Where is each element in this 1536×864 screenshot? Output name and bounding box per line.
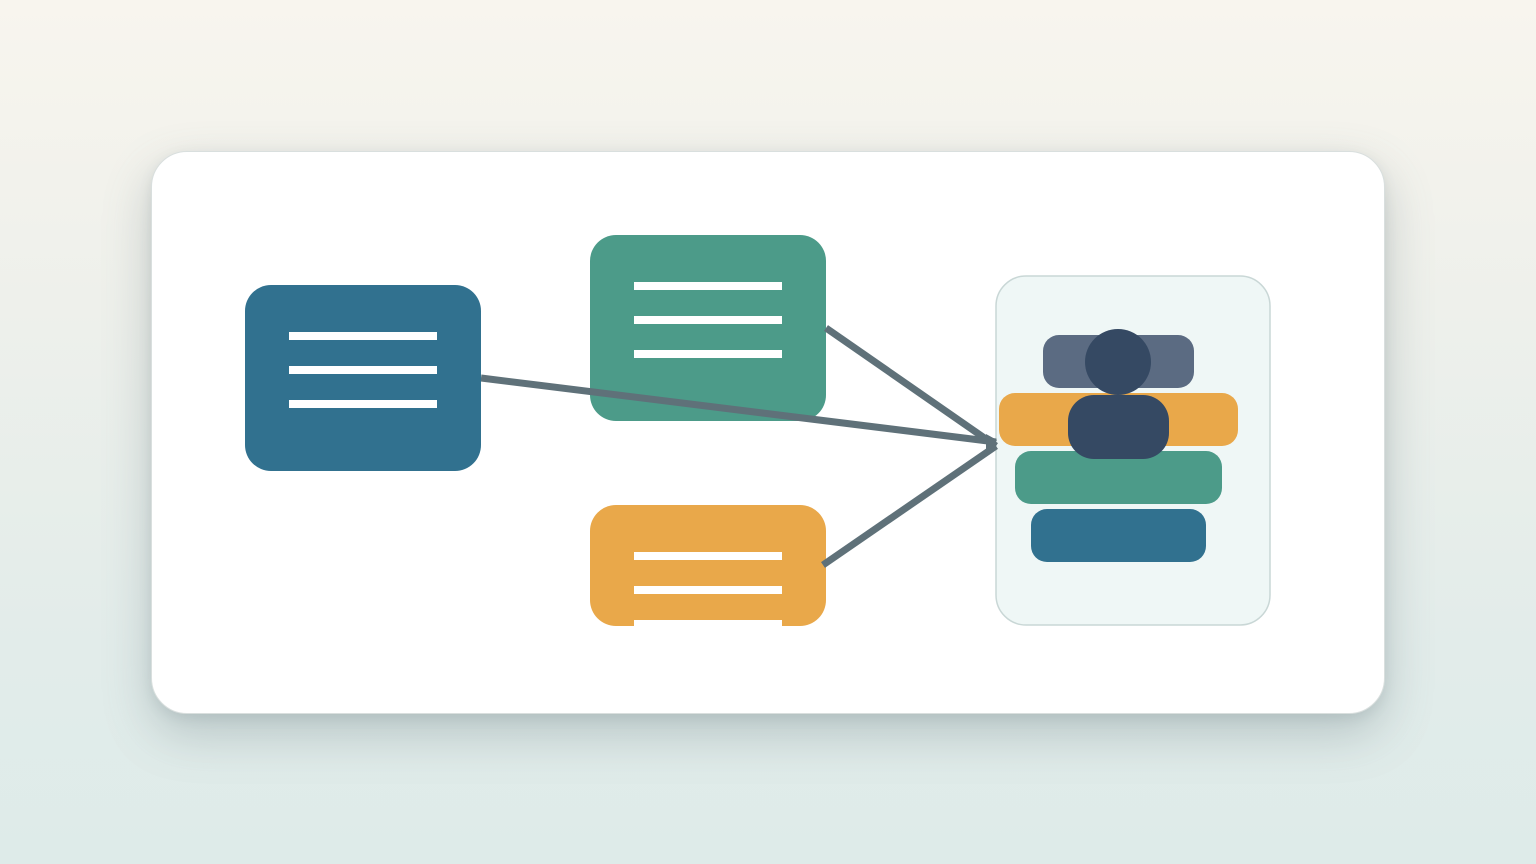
green-node-box	[590, 235, 826, 421]
blue-node-box	[245, 285, 481, 471]
connector-orange-to-stack	[821, 443, 998, 568]
connectors	[480, 325, 998, 568]
source-node-orange	[590, 505, 826, 628]
connector-green-to-stack	[824, 325, 998, 449]
stack-layer-green	[1015, 451, 1222, 504]
blue-node-line	[289, 400, 437, 408]
arrowhead	[986, 434, 997, 454]
green-node-line	[634, 350, 782, 358]
source-node-green	[590, 235, 826, 421]
person-icon	[1068, 329, 1169, 459]
source-node-blue	[245, 285, 481, 471]
blue-node-line	[289, 332, 437, 340]
orange-node-line	[634, 620, 782, 628]
stack-layer-blue	[1031, 509, 1206, 562]
green-node-line	[634, 282, 782, 290]
orange-node-line	[634, 552, 782, 560]
blue-node-line	[289, 366, 437, 374]
connector-blue-to-stack	[480, 374, 997, 446]
orange-node-line	[634, 586, 782, 594]
green-node-line	[634, 316, 782, 324]
target-stack	[995, 275, 1271, 626]
orange-node-box	[590, 505, 826, 626]
